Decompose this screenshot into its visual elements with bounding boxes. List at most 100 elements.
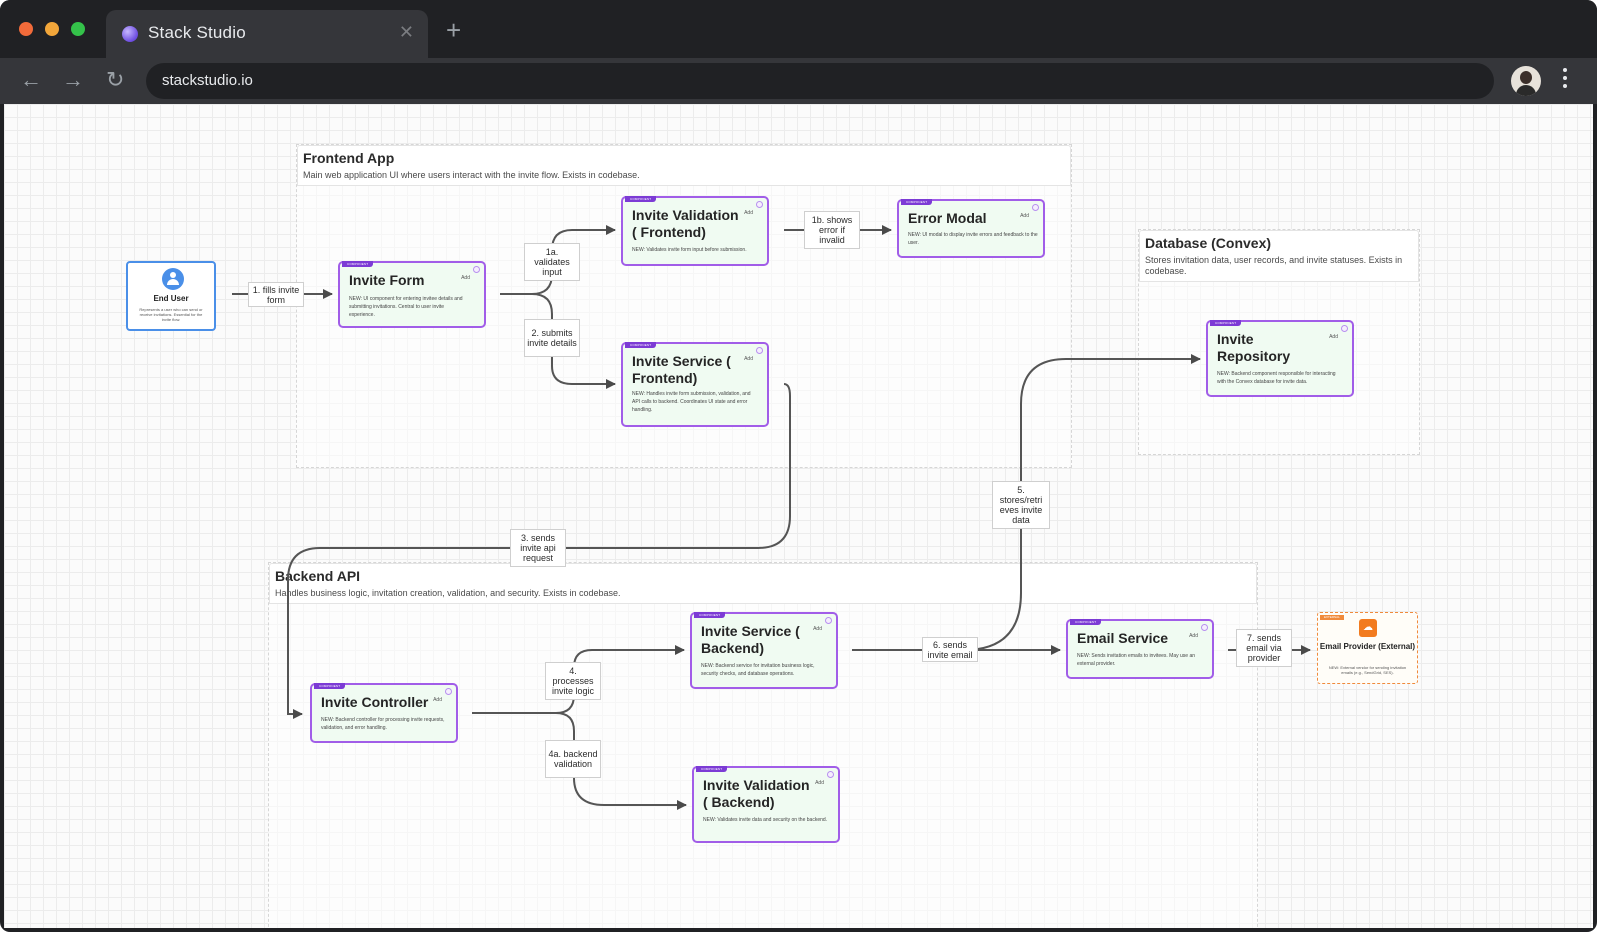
group-title: Backend API	[275, 568, 361, 584]
edge-label-4a[interactable]: 4a. backend validation	[545, 740, 601, 778]
node-handle-icon[interactable]	[756, 347, 763, 354]
edge-label-5[interactable]: 5. stores/retri eves invite data	[992, 481, 1050, 529]
node-description: NEW: Handles invite form submission, val…	[632, 391, 751, 413]
edge-label-1a[interactable]: 1a. validates input	[524, 243, 580, 281]
avatar[interactable]	[1511, 66, 1541, 96]
user-icon	[162, 268, 184, 290]
node-invite-validation-frontend[interactable]: COMPONENT Add Invite Validation ( Fronte…	[621, 196, 769, 266]
component-tag: COMPONENT	[696, 766, 728, 772]
node-handle-icon[interactable]	[756, 201, 763, 208]
component-tag: COMPONENT	[901, 199, 933, 205]
node-handle-icon[interactable]	[1341, 325, 1348, 332]
node-handle-icon[interactable]	[473, 266, 480, 273]
component-tag: COMPONENT	[1210, 320, 1242, 326]
node-description: NEW: Validates invite form input before …	[632, 247, 747, 253]
cloud-icon: ☁	[1359, 619, 1377, 637]
kebab-menu-icon[interactable]	[1562, 68, 1568, 92]
browser-toolbar: ← → ↻ stackstudio.io	[0, 58, 1597, 104]
node-handle-icon[interactable]	[445, 688, 452, 695]
node-invite-form[interactable]: COMPONENT Add Invite Form NEW: UI compon…	[338, 261, 486, 328]
edge-label-1b[interactable]: 1b. shows error if invalid	[804, 211, 860, 249]
url-text: stackstudio.io	[162, 72, 253, 89]
add-button[interactable]: Add	[815, 780, 824, 786]
node-description: NEW: Backend component responsible for i…	[1217, 371, 1336, 385]
edge-label-1[interactable]: 1. fills invite form	[248, 282, 304, 307]
node-title: Invite Service ( Frontend)	[632, 353, 731, 386]
add-button[interactable]: Add	[744, 210, 753, 216]
node-title: Invite Validation ( Frontend)	[632, 207, 739, 240]
node-invite-service-backend[interactable]: COMPONENT Add Invite Service ( Backend) …	[690, 612, 838, 689]
add-button[interactable]: Add	[744, 356, 753, 362]
node-title: Error Modal	[908, 210, 987, 226]
back-arrow-icon[interactable]: ←	[20, 67, 42, 92]
group-header: Backend API Handles business logic, invi…	[269, 563, 1257, 604]
add-button[interactable]: Add	[1020, 213, 1029, 219]
node-description: NEW: External vendor for sending invitat…	[1328, 665, 1407, 675]
tab-bar: Stack Studio ✕ +	[0, 0, 1597, 58]
node-description: NEW: Validates invite data and security …	[703, 817, 828, 823]
group-description: Main web application UI where users inte…	[303, 170, 640, 180]
node-error-modal[interactable]: COMPONENT Add Error Modal NEW: UI modal …	[897, 199, 1045, 258]
component-tag: COMPONENT	[625, 342, 657, 348]
address-bar[interactable]: stackstudio.io	[146, 63, 1494, 99]
minimize-window-button[interactable]	[45, 22, 59, 36]
node-handle-icon[interactable]	[1032, 204, 1039, 211]
forward-arrow-icon[interactable]: →	[62, 67, 84, 92]
node-description: NEW: UI modal to display invite errors a…	[908, 232, 1038, 246]
edge-label-7[interactable]: 7. sends email via provider	[1236, 629, 1292, 667]
group-database[interactable]: Database (Convex) Stores invitation data…	[1138, 229, 1420, 455]
node-invite-service-frontend[interactable]: COMPONENT Add Invite Service ( Frontend)…	[621, 342, 769, 427]
node-description: NEW: Backend service for invitation busi…	[701, 663, 815, 677]
group-description: Stores invitation data, user records, an…	[1145, 255, 1403, 276]
edge-label-6[interactable]: 6. sends invite email	[922, 637, 978, 662]
node-invite-validation-backend[interactable]: COMPONENT Add Invite Validation ( Backen…	[692, 766, 840, 843]
edge-label-3[interactable]: 3. sends invite api request	[510, 529, 566, 567]
component-tag: COMPONENT	[694, 612, 726, 618]
favicon-icon	[122, 26, 138, 42]
component-tag: COMPONENT	[625, 196, 657, 202]
tab-title: Stack Studio	[148, 23, 246, 42]
node-title: Email Provider (External)	[1319, 642, 1416, 651]
group-title: Database (Convex)	[1145, 235, 1272, 251]
browser-tab[interactable]: Stack Studio ✕	[106, 10, 428, 58]
component-tag: COMPONENT	[342, 261, 374, 267]
diagram-canvas[interactable]: Frontend App Main web application UI whe…	[4, 104, 1593, 928]
node-title: Email Service	[1077, 630, 1169, 646]
node-email-service[interactable]: COMPONENT Add Email Service NEW: Sends i…	[1066, 619, 1214, 679]
actor-end-user[interactable]: End User Represents a user who can send …	[126, 261, 216, 331]
maximize-window-button[interactable]	[71, 22, 85, 36]
node-title: Invite Controller	[321, 694, 429, 710]
node-invite-controller[interactable]: COMPONENT Add Invite Controller NEW: Bac…	[310, 683, 458, 743]
node-title: Invite Form	[349, 272, 425, 288]
node-description: NEW: Sends invitation emails to invitees…	[1077, 653, 1196, 667]
edge-label-4[interactable]: 4. processes invite logic	[545, 662, 601, 700]
component-tag: COMPONENT	[314, 683, 346, 689]
edge-label-2[interactable]: 2. submits invite details	[524, 319, 580, 357]
node-handle-icon[interactable]	[1201, 624, 1208, 631]
actor-description: Represents a user who can send or receiv…	[139, 307, 203, 322]
add-button[interactable]: Add	[461, 275, 470, 281]
add-button[interactable]: Add	[1189, 633, 1198, 639]
group-title: Frontend App	[303, 150, 395, 166]
add-button[interactable]: Add	[433, 697, 442, 703]
add-button[interactable]: Add	[813, 626, 822, 632]
node-handle-icon[interactable]	[827, 771, 834, 778]
node-description: NEW: UI component for entering invitee d…	[349, 296, 463, 318]
group-header: Database (Convex) Stores invitation data…	[1139, 230, 1419, 282]
group-header: Frontend App Main web application UI whe…	[297, 145, 1071, 186]
close-window-button[interactable]	[19, 22, 33, 36]
group-description: Handles business logic, invitation creat…	[275, 588, 621, 598]
node-description: NEW: Backend controller for processing i…	[321, 717, 445, 731]
close-tab-icon[interactable]: ✕	[398, 22, 414, 42]
node-invite-repository[interactable]: COMPONENT Add Invite Repository NEW: Bac…	[1206, 320, 1354, 397]
external-tag: EXTERNAL	[1320, 615, 1344, 620]
component-tag: COMPONENT	[1070, 619, 1102, 625]
plus-icon[interactable]: +	[446, 15, 462, 45]
add-button[interactable]: Add	[1329, 334, 1338, 340]
actor-title: End User	[153, 294, 189, 303]
node-email-provider-external[interactable]: EXTERNAL ☁ Email Provider (External) NEW…	[1317, 612, 1418, 684]
reload-icon[interactable]: ↻	[106, 67, 125, 92]
node-title: Invite Repository	[1217, 331, 1291, 364]
node-handle-icon[interactable]	[825, 617, 832, 624]
